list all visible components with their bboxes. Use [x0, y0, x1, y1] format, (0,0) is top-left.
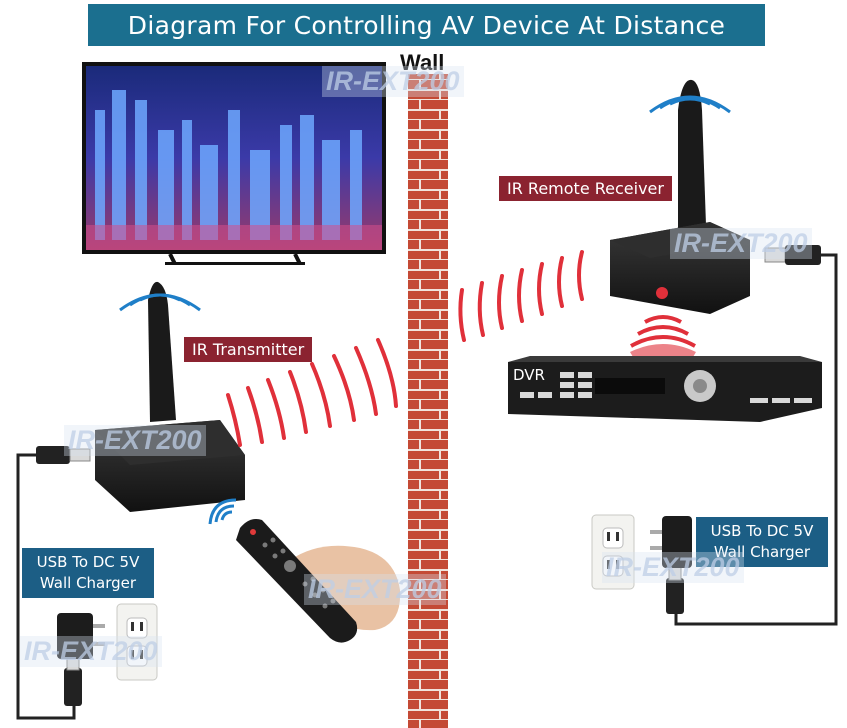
tv-icon	[82, 62, 386, 265]
ir-transmitter-label: IR Transmitter	[184, 337, 313, 362]
ir-receiver-box-icon	[610, 222, 750, 314]
watermark: IR-EXT200	[304, 574, 446, 605]
charger-label-right: USB To DC 5V Wall Charger	[696, 517, 828, 567]
wifi-signal-icon	[119, 293, 201, 312]
charger-label-right-line2: Wall Charger	[713, 543, 811, 561]
ir-remote-receiver-label: IR Remote Receiver	[499, 176, 672, 201]
brick-wall	[408, 74, 448, 728]
usb-cable-icon	[666, 245, 838, 626]
ir-waves-icon	[458, 250, 584, 342]
charger-label-right-line1: USB To DC 5V	[710, 522, 814, 540]
dvr-icon	[508, 356, 822, 422]
wifi-signal-icon	[208, 498, 237, 525]
wifi-signal-icon	[649, 95, 731, 114]
remote-control-icon	[236, 519, 358, 643]
watermark: IR-EXT200	[64, 425, 206, 456]
wall-charger-icon	[650, 516, 692, 568]
watermark: IR-EXT200	[602, 552, 744, 583]
watermark: IR-EXT200	[322, 66, 464, 97]
antenna-icon	[678, 79, 706, 228]
charger-label-left-line1: USB To DC 5V	[36, 553, 140, 571]
diagram-title: Diagram For Controlling AV Device At Dis…	[88, 4, 765, 46]
dvr-text: DVR	[513, 366, 545, 384]
power-outlet-icon	[116, 603, 158, 681]
ir-transmitter-box-icon	[95, 420, 245, 512]
wall-label: Wall	[400, 50, 445, 75]
watermark: IR-EXT200	[20, 636, 162, 667]
charger-label-left-line2: Wall Charger	[39, 574, 137, 592]
ir-waves-icon	[226, 338, 398, 447]
wall-charger-icon	[57, 613, 105, 659]
ir-waves-icon	[630, 315, 696, 348]
power-outlet-icon	[591, 514, 635, 590]
watermark: IR-EXT200	[670, 228, 812, 259]
charger-label-left: USB To DC 5V Wall Charger	[22, 548, 154, 598]
hand-icon	[290, 545, 401, 631]
antenna-icon	[148, 281, 176, 422]
usb-cable-icon	[16, 446, 91, 720]
